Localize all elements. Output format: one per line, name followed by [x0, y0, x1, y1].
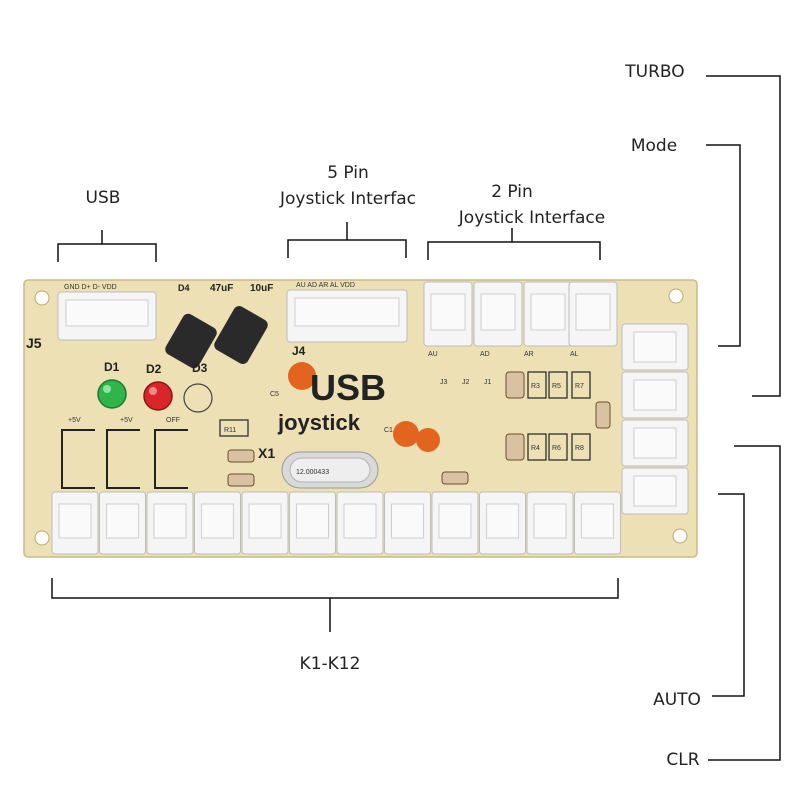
svg-text:R8: R8 — [575, 445, 584, 452]
usb-label: USB — [85, 188, 121, 208]
five-pin-label-line1: 5 Pin — [327, 163, 369, 183]
mode-label: Mode — [630, 136, 678, 156]
svg-text:R3: R3 — [531, 383, 540, 390]
ceramic-capacitor — [416, 428, 440, 452]
two-pin-label-line2: Joystick Interface — [458, 208, 606, 228]
mount-hole — [668, 288, 684, 304]
ceramic-capacitor — [288, 362, 316, 390]
svg-text:AD: AD — [480, 351, 490, 358]
svg-text:12.000433: 12.000433 — [296, 469, 329, 476]
svg-text:J2: J2 — [462, 379, 470, 386]
two-pin-connectors-top — [423, 281, 618, 347]
svg-text:J3: J3 — [440, 379, 448, 386]
svg-text:D2: D2 — [146, 362, 162, 376]
svg-text:AL: AL — [570, 351, 579, 358]
board-title-joystick: joystick — [277, 410, 361, 435]
clr-label: CLR — [666, 750, 700, 770]
svg-text:+5V: +5V — [68, 417, 81, 424]
svg-text:OFF: OFF — [166, 417, 180, 424]
two-pin-label-line1: 2 Pin — [491, 182, 533, 202]
label-brackets — [51, 75, 781, 761]
svg-text:D1: D1 — [104, 360, 120, 374]
svg-text:R7: R7 — [575, 383, 584, 390]
svg-text:47uF: 47uF — [210, 283, 233, 294]
svg-text:GND D+ D- VDD: GND D+ D- VDD — [64, 284, 117, 291]
turbo-label: TURBO — [625, 62, 685, 82]
svg-text:AR: AR — [524, 351, 534, 358]
two-pin-connectors-right — [621, 323, 689, 515]
mount-hole — [672, 528, 688, 544]
five-pin-label-line2: Joystick Interfac — [280, 189, 416, 209]
svg-text:R11: R11 — [224, 427, 236, 434]
svg-text:+5V: +5V — [120, 417, 133, 424]
board-title-usb: USB — [310, 367, 386, 408]
svg-text:J4: J4 — [292, 344, 306, 358]
capacitor — [165, 313, 217, 369]
k1-k12-label: K1-K12 — [299, 654, 361, 674]
j5-label: J5 — [26, 335, 42, 351]
svg-text:D4: D4 — [178, 283, 190, 293]
auto-label: AUTO — [653, 690, 701, 710]
svg-text:R6: R6 — [552, 445, 561, 452]
svg-text:AU: AU — [428, 351, 438, 358]
led-green — [97, 379, 127, 409]
svg-text:C5: C5 — [270, 391, 279, 398]
capacitor — [214, 306, 268, 364]
k-button-connectors — [51, 491, 621, 555]
led-red — [143, 381, 173, 411]
svg-text:10uF: 10uF — [250, 283, 273, 294]
svg-text:R4: R4 — [531, 445, 540, 452]
ceramic-capacitor — [393, 421, 419, 447]
mount-hole — [34, 290, 50, 306]
svg-text:J1: J1 — [484, 379, 492, 386]
mount-hole — [34, 530, 50, 546]
svg-text:D3: D3 — [192, 361, 208, 375]
svg-text:AU AD AR AL VDD: AU AD AR AL VDD — [296, 282, 355, 289]
svg-text:X1: X1 — [258, 445, 275, 461]
svg-text:C1: C1 — [384, 427, 393, 434]
svg-text:R5: R5 — [552, 383, 561, 390]
